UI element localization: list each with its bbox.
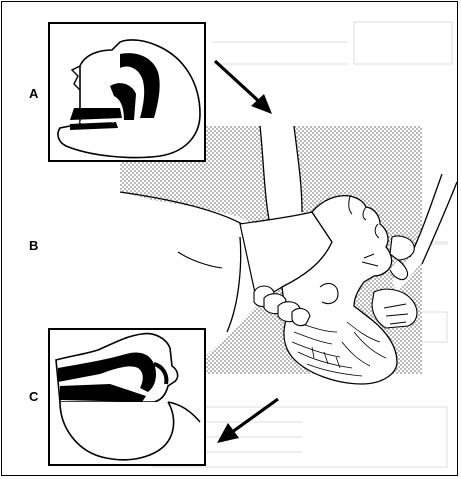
inset-c-airway-open xyxy=(48,328,206,466)
arrow-down-left-icon xyxy=(217,399,278,443)
inset-a-airway-closed xyxy=(48,22,206,162)
arrow-down-right-icon xyxy=(215,61,272,114)
panel-label-b: B xyxy=(29,238,38,253)
panel-label-a: A xyxy=(29,86,38,101)
panel-label-c: C xyxy=(29,389,38,404)
